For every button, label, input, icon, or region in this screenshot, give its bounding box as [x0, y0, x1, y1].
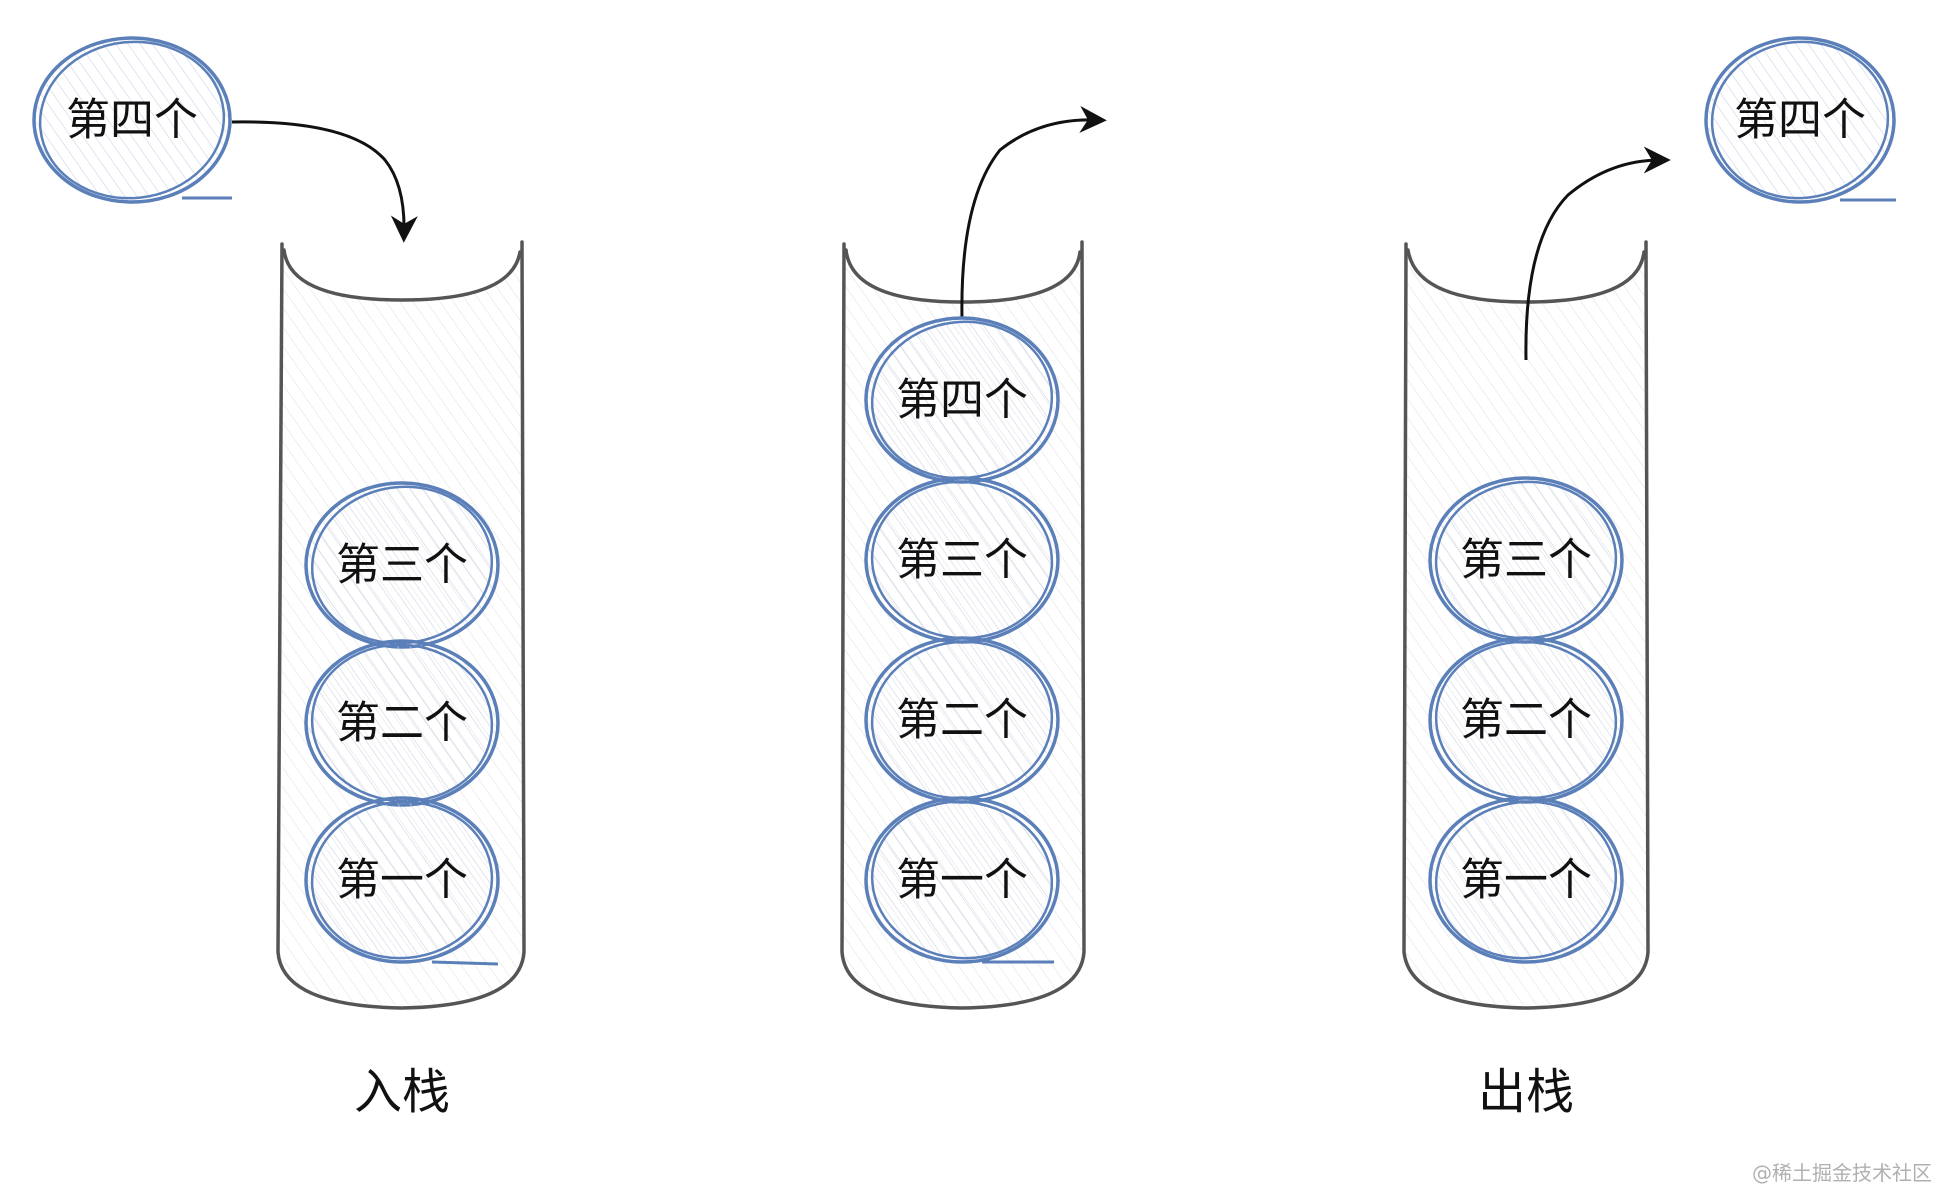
ball-full-1: 第一个 [864, 796, 1060, 964]
ball-label: 第三个 [336, 540, 468, 591]
ball-full-4: 第四个 [864, 316, 1060, 484]
ball-label: 第一个 [336, 855, 468, 906]
ball-label: 第三个 [896, 535, 1028, 586]
ball-label: 第二个 [1460, 695, 1592, 746]
ball-full-3: 第三个 [864, 476, 1060, 644]
ball-pop-1: 第一个 [1428, 796, 1624, 964]
ball-push-3: 第三个 [304, 481, 500, 649]
ball-pop-2: 第二个 [1428, 636, 1624, 804]
ball-pop-3: 第三个 [1428, 476, 1624, 644]
ball-label: 第二个 [896, 695, 1028, 746]
ball-label: 第一个 [896, 855, 1028, 906]
ball-label: 第三个 [1460, 535, 1592, 586]
ball-label: 第二个 [336, 698, 468, 749]
peek-arrow [960, 105, 1107, 319]
pop-arrow [1524, 146, 1671, 361]
push-arrow [231, 120, 418, 243]
ball-label: 第四个 [66, 95, 198, 146]
ball-label: 第一个 [1460, 855, 1592, 906]
caption-pop: 出栈 [1478, 1064, 1574, 1120]
ball-outgoing: 第四个 [1704, 36, 1896, 204]
ball-incoming: 第四个 [32, 36, 232, 204]
ball-push-1: 第一个 [304, 796, 500, 966]
ball-label: 第四个 [1734, 95, 1866, 146]
caption-push: 入栈 [354, 1064, 450, 1120]
watermark: @稀土掘金技术社区 [1752, 1161, 1932, 1185]
ball-label: 第四个 [896, 375, 1028, 426]
ball-full-2: 第二个 [864, 636, 1060, 804]
